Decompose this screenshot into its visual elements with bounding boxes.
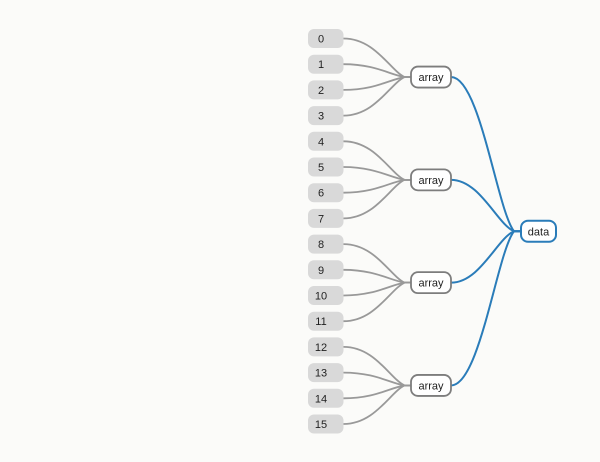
leaf-node-15[interactable]: 15 — [308, 414, 344, 434]
leaf-node-box[interactable] — [308, 106, 344, 126]
leaf-edge-11 — [342, 281, 412, 323]
leaf-node-box[interactable] — [308, 234, 344, 254]
leaf-node-box[interactable] — [308, 54, 344, 74]
leaf-node-box[interactable] — [308, 208, 344, 228]
leaf-edge-12 — [342, 346, 412, 387]
data-node-box[interactable] — [520, 219, 557, 243]
leaf-node-3[interactable]: 3 — [308, 106, 344, 126]
leaf-node-box[interactable] — [308, 183, 344, 203]
leaf-edge-0 — [342, 37, 412, 78]
leaf-node-box[interactable] — [308, 414, 344, 434]
leaf-node-1[interactable]: 1 — [308, 54, 344, 74]
array-0-node[interactable]: array — [410, 65, 452, 89]
leaf-node-box[interactable] — [308, 286, 344, 305]
leaf-edge-15 — [342, 384, 412, 425]
leaf-node-box[interactable] — [308, 311, 344, 331]
array-2-node[interactable]: array — [410, 271, 452, 295]
leaf-edge-8 — [342, 243, 412, 284]
array-edge-array-0 — [450, 76, 522, 233]
leaf-node-11[interactable]: 11 — [308, 311, 344, 331]
array-node-box[interactable] — [410, 374, 452, 397]
array-node-box[interactable] — [410, 65, 452, 89]
leaf-edge-3 — [342, 76, 412, 117]
leaf-node-8[interactable]: 8 — [308, 234, 344, 254]
leaf-node-4[interactable]: 4 — [308, 131, 344, 151]
leaf-node-2[interactable]: 2 — [308, 80, 344, 100]
leaf-node-box[interactable] — [308, 131, 344, 151]
leaf-node-5[interactable]: 5 — [308, 157, 344, 177]
leaf-node-13[interactable]: 13 — [308, 363, 344, 383]
leaf-node-7[interactable]: 7 — [308, 208, 344, 228]
array-node-box[interactable] — [410, 168, 452, 192]
leaf-node-0[interactable]: 0 — [308, 29, 344, 48]
array-node-box[interactable] — [410, 271, 452, 295]
leaf-node-14[interactable]: 14 — [308, 388, 344, 408]
array-edge-array-3 — [450, 230, 522, 387]
leaf-node-12[interactable]: 12 — [308, 337, 344, 357]
leaf-node-box[interactable] — [308, 260, 344, 280]
leaf-node-box[interactable] — [308, 363, 344, 383]
leaf-node-6[interactable]: 6 — [308, 183, 344, 203]
leaf-node-box[interactable] — [308, 388, 344, 408]
array-1-node[interactable]: array — [410, 168, 452, 192]
leaf-node-box[interactable] — [308, 157, 344, 177]
leaf-edge-4 — [342, 140, 412, 181]
leaf-node-9[interactable]: 9 — [308, 260, 344, 280]
leaf-node-box[interactable] — [308, 29, 344, 48]
leaf-edge-7 — [342, 178, 412, 220]
leaf-node-10[interactable]: 10 — [308, 286, 344, 305]
leaf-node-box[interactable] — [308, 80, 344, 100]
data-node[interactable]: data — [520, 219, 557, 243]
array-3-node[interactable]: array — [410, 374, 452, 397]
leaf-node-box[interactable] — [308, 337, 344, 357]
